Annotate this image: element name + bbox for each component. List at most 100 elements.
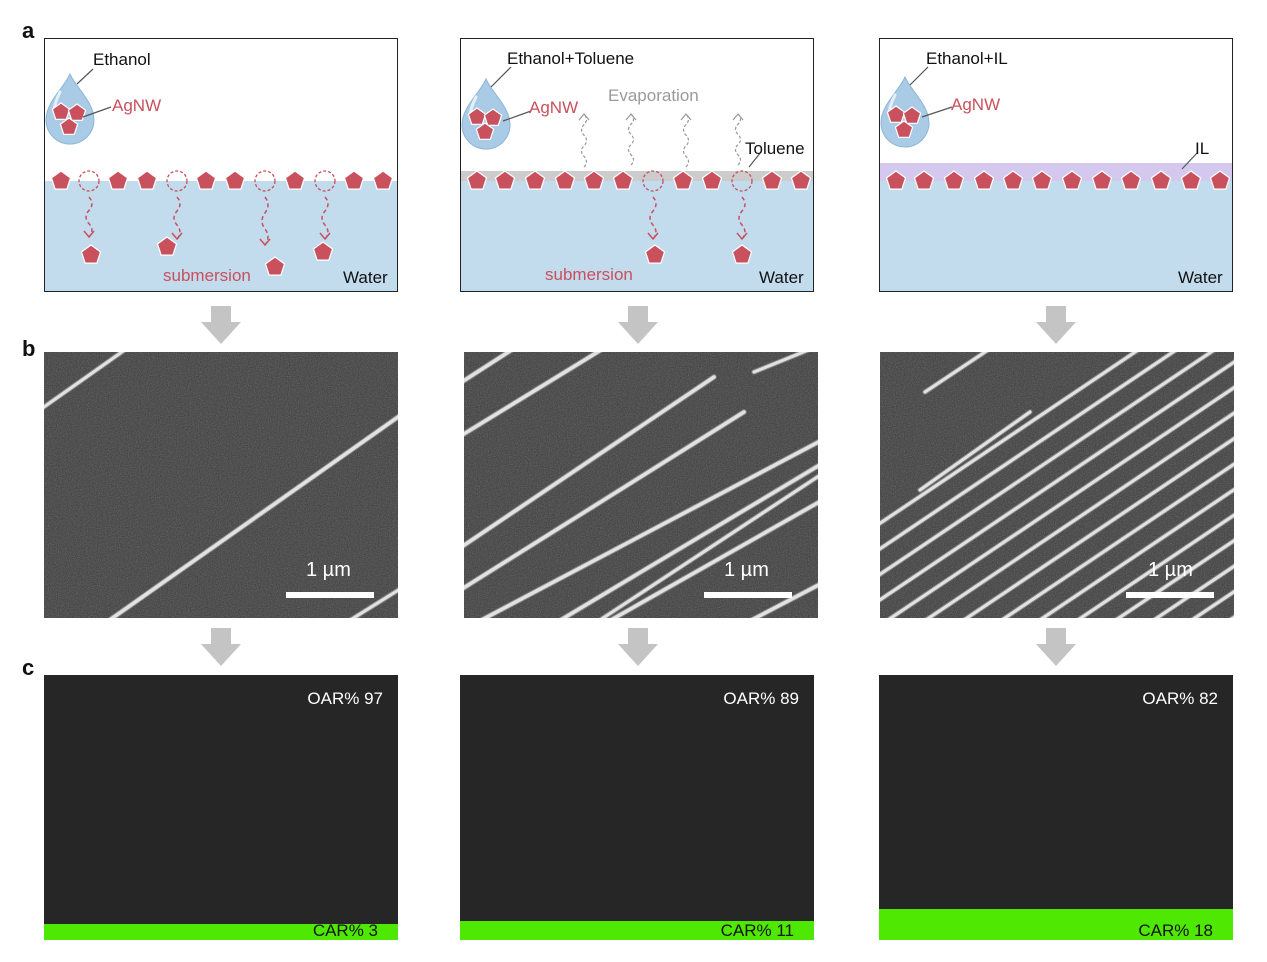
scale-bar-label: 1 µm bbox=[306, 559, 351, 581]
vacancy-circle bbox=[642, 170, 664, 192]
evaporation-arrow-icon bbox=[580, 113, 588, 168]
nanowire bbox=[611, 500, 818, 618]
agnw-particle bbox=[1061, 170, 1083, 190]
agnw-particle bbox=[264, 256, 286, 276]
down-arrow-icon bbox=[618, 628, 658, 666]
nanowire bbox=[964, 436, 1234, 618]
schematic-ethanol-il: Ethanol+IL AgNW IL Water bbox=[879, 38, 1233, 292]
evaporation-arrow-icon bbox=[627, 113, 635, 166]
nanowire bbox=[350, 588, 398, 618]
agnw-particle bbox=[612, 170, 634, 190]
sem-image-ethanol: 1 µm bbox=[44, 352, 398, 618]
agnw-particle bbox=[894, 120, 914, 138]
sem-image-ethanol-toluene: 1 µm bbox=[464, 352, 818, 618]
nanowire bbox=[560, 463, 818, 618]
arrowhead-icon bbox=[319, 232, 331, 241]
agnw-particle bbox=[554, 170, 576, 190]
scale-bar bbox=[1126, 592, 1214, 598]
submersion-arrow-icon bbox=[321, 196, 329, 240]
binary-map-ethanol-il: OAR% 82 CAR% 18 bbox=[879, 675, 1233, 940]
submersion-arrow-icon bbox=[173, 196, 181, 240]
sem-image-ethanol-il: 1 µm bbox=[880, 352, 1234, 618]
nanowire bbox=[600, 474, 818, 618]
arrowhead-icon bbox=[83, 230, 95, 239]
ionic-liquid-layer bbox=[880, 163, 1232, 181]
agnw-particle bbox=[312, 241, 334, 261]
leader-line bbox=[490, 66, 512, 88]
nanowire bbox=[880, 352, 1176, 551]
agnw-particle bbox=[672, 170, 694, 190]
scale-bar-label: 1 µm bbox=[1148, 559, 1193, 581]
sem-micrograph bbox=[44, 352, 398, 618]
leader-line bbox=[502, 110, 532, 122]
agnw-particle bbox=[1150, 170, 1172, 190]
leader-line bbox=[748, 151, 762, 168]
submersion-arrow-icon bbox=[261, 196, 269, 246]
agnw-particle bbox=[913, 170, 935, 190]
solvent-label: Ethanol+Toluene bbox=[507, 49, 635, 68]
nanowire bbox=[880, 360, 1234, 602]
agnw-label: AgNW bbox=[529, 98, 579, 117]
toluene-layer bbox=[461, 171, 813, 181]
nanowire bbox=[464, 352, 512, 383]
down-arrow-icon bbox=[1036, 628, 1076, 666]
down-arrow-icon bbox=[1036, 306, 1076, 344]
vacancy-circle bbox=[78, 170, 100, 192]
agnw-particle bbox=[80, 244, 102, 264]
agnw-particle bbox=[790, 170, 812, 190]
agnw-particle bbox=[107, 170, 129, 190]
evaporation-arrow-icon bbox=[734, 113, 742, 166]
leader-line bbox=[76, 68, 94, 85]
agnw-particle bbox=[1209, 170, 1231, 190]
sem-micrograph bbox=[880, 352, 1234, 618]
nanowire bbox=[1116, 538, 1234, 618]
agnw-particle bbox=[59, 117, 79, 135]
agnw-particle bbox=[466, 170, 488, 190]
water-label: Water bbox=[343, 268, 388, 287]
agnw-particle bbox=[1031, 170, 1053, 190]
agnw-particle bbox=[343, 170, 365, 190]
nanowire bbox=[464, 410, 746, 590]
panel-label-b: b bbox=[22, 336, 36, 361]
agnw-particle bbox=[886, 105, 906, 123]
nanowire bbox=[880, 352, 1138, 526]
submersion-label: submersion bbox=[545, 265, 633, 284]
nanowire bbox=[751, 583, 818, 618]
agnw-particle bbox=[885, 170, 907, 190]
agnw-particle bbox=[583, 170, 605, 190]
evaporation-arrow-icon bbox=[682, 113, 690, 168]
nanowire bbox=[1040, 487, 1234, 618]
agnw-particle bbox=[1120, 170, 1142, 190]
car-region bbox=[44, 924, 398, 940]
toluene-label: Toluene bbox=[745, 139, 805, 158]
agnw-particle bbox=[494, 170, 516, 190]
agnw-particle bbox=[67, 103, 87, 121]
car-label: CAR% 3 bbox=[312, 921, 378, 940]
evaporation-label: Evaporation bbox=[608, 86, 699, 105]
agnw-particle bbox=[51, 102, 71, 120]
nanowire bbox=[918, 410, 1032, 492]
arrowhead-icon bbox=[680, 113, 692, 121]
schematic-ethanol-il-drawing bbox=[880, 66, 1232, 291]
agnw-particle bbox=[644, 244, 666, 264]
nanowire bbox=[888, 385, 1234, 618]
arrowhead-icon bbox=[732, 113, 744, 121]
nanowire bbox=[926, 411, 1234, 618]
sem-micrograph bbox=[464, 352, 818, 618]
vacancy-circle bbox=[314, 170, 336, 192]
solvent-label: Ethanol bbox=[93, 50, 151, 69]
vacancy-circle bbox=[254, 170, 276, 192]
agnw-particle bbox=[156, 236, 178, 256]
agnw-label: AgNW bbox=[112, 96, 162, 115]
leader-line bbox=[921, 106, 953, 118]
schematic-ethanol-toluene: Ethanol+Toluene AgNW Evaporation Toluene… bbox=[460, 38, 814, 292]
water-label: Water bbox=[759, 268, 804, 287]
arrowhead-icon bbox=[625, 113, 637, 121]
binary-map-ethanol-toluene: OAR% 89 CAR% 11 bbox=[460, 675, 814, 940]
leader-line bbox=[909, 66, 929, 86]
arrowhead-icon bbox=[578, 113, 590, 121]
car-region bbox=[879, 909, 1233, 940]
leader-line bbox=[82, 106, 112, 118]
water-label: Water bbox=[1178, 268, 1223, 287]
agnw-particle bbox=[195, 170, 217, 190]
